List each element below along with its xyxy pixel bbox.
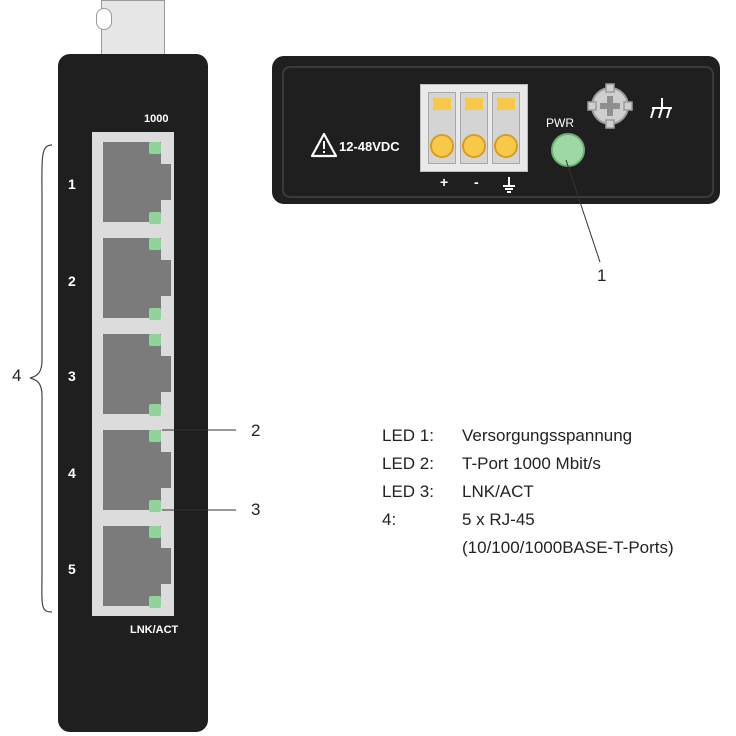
callout-1: 1 bbox=[597, 266, 607, 285]
din-rail-clip-notch bbox=[96, 8, 112, 30]
legend-key: LED 1: bbox=[382, 426, 434, 445]
voltage-label: 12-48VDC bbox=[339, 139, 400, 154]
port-5-activity-led bbox=[149, 596, 161, 608]
port-5-speed-led bbox=[149, 526, 161, 538]
terminal-screw-plus bbox=[430, 134, 454, 158]
legend-key: LED 2: bbox=[382, 454, 434, 473]
port-3-activity-led bbox=[149, 404, 161, 416]
legend-key: 4: bbox=[382, 510, 397, 529]
legend-text: T-Port 1000 Mbit/s bbox=[462, 454, 601, 473]
legend-row-led3: LED 3: LNK/ACT bbox=[382, 482, 534, 502]
terminal-screw-ground bbox=[494, 134, 518, 158]
legend-text: (10/100/1000BASE-T-Ports) bbox=[462, 538, 674, 557]
rj45-port-4 bbox=[103, 430, 161, 510]
rj45-port-5-tab bbox=[161, 548, 171, 584]
legend-text: Versorgungsspannung bbox=[462, 426, 633, 445]
legend-text: 5 x RJ-45 bbox=[462, 510, 535, 529]
chassis-ground-icon bbox=[650, 98, 672, 119]
port-number-3: 3 bbox=[68, 368, 76, 384]
rj45-port-1 bbox=[103, 142, 161, 222]
legend-row-led2: LED 2: T-Port 1000 Mbit/s bbox=[382, 454, 601, 474]
port-1-activity-led bbox=[149, 212, 161, 224]
callout-4: 4 bbox=[12, 366, 22, 385]
ground-screw-icon bbox=[587, 83, 633, 129]
pwr-label: PWR bbox=[546, 116, 574, 130]
rj45-port-5 bbox=[103, 526, 161, 606]
port-3-speed-led bbox=[149, 334, 161, 346]
power-panel-bezel bbox=[282, 66, 714, 198]
rj45-port-3-tab bbox=[161, 356, 171, 392]
terminal-latch-ground bbox=[497, 98, 515, 110]
rj45-port-2-tab bbox=[161, 260, 171, 296]
port-number-5: 5 bbox=[68, 561, 76, 577]
port-number-1: 1 bbox=[68, 176, 76, 192]
port-4-speed-led bbox=[149, 430, 161, 442]
terminal-minus-label: - bbox=[474, 174, 479, 190]
terminal-latch-plus bbox=[433, 98, 451, 110]
din-rail-clip bbox=[101, 0, 165, 57]
callout-3: 3 bbox=[251, 500, 261, 519]
legend-row-led1: LED 1: Versorgungsspannung bbox=[382, 426, 632, 446]
terminal-latch-minus bbox=[465, 98, 483, 110]
warning-icon bbox=[310, 132, 338, 158]
legend-text: LNK/ACT bbox=[462, 482, 534, 501]
rj45-port-1-tab bbox=[161, 164, 171, 200]
speed-led-label: 1000 bbox=[144, 113, 169, 125]
port-4-activity-led bbox=[149, 500, 161, 512]
port-number-2: 2 bbox=[68, 273, 76, 289]
callout-2: 2 bbox=[251, 421, 261, 440]
legend-row-ports: 4: 5 x RJ-45 bbox=[382, 510, 535, 530]
port-number-4: 4 bbox=[68, 465, 76, 481]
port-1-speed-led bbox=[149, 142, 161, 154]
legend-key: LED 3: bbox=[382, 482, 434, 501]
terminal-plus-label: + bbox=[440, 174, 449, 190]
activity-led-label: LNK/ACT bbox=[130, 624, 179, 636]
terminal-ground-icon bbox=[503, 177, 515, 193]
rj45-port-3 bbox=[103, 334, 161, 414]
port-2-activity-led bbox=[149, 308, 161, 320]
rj45-port-2 bbox=[103, 238, 161, 318]
port-2-speed-led bbox=[149, 238, 161, 250]
legend-row-ports-detail: (10/100/1000BASE-T-Ports) bbox=[382, 538, 674, 558]
terminal-screw-minus bbox=[462, 134, 486, 158]
rj45-port-4-tab bbox=[161, 452, 171, 488]
